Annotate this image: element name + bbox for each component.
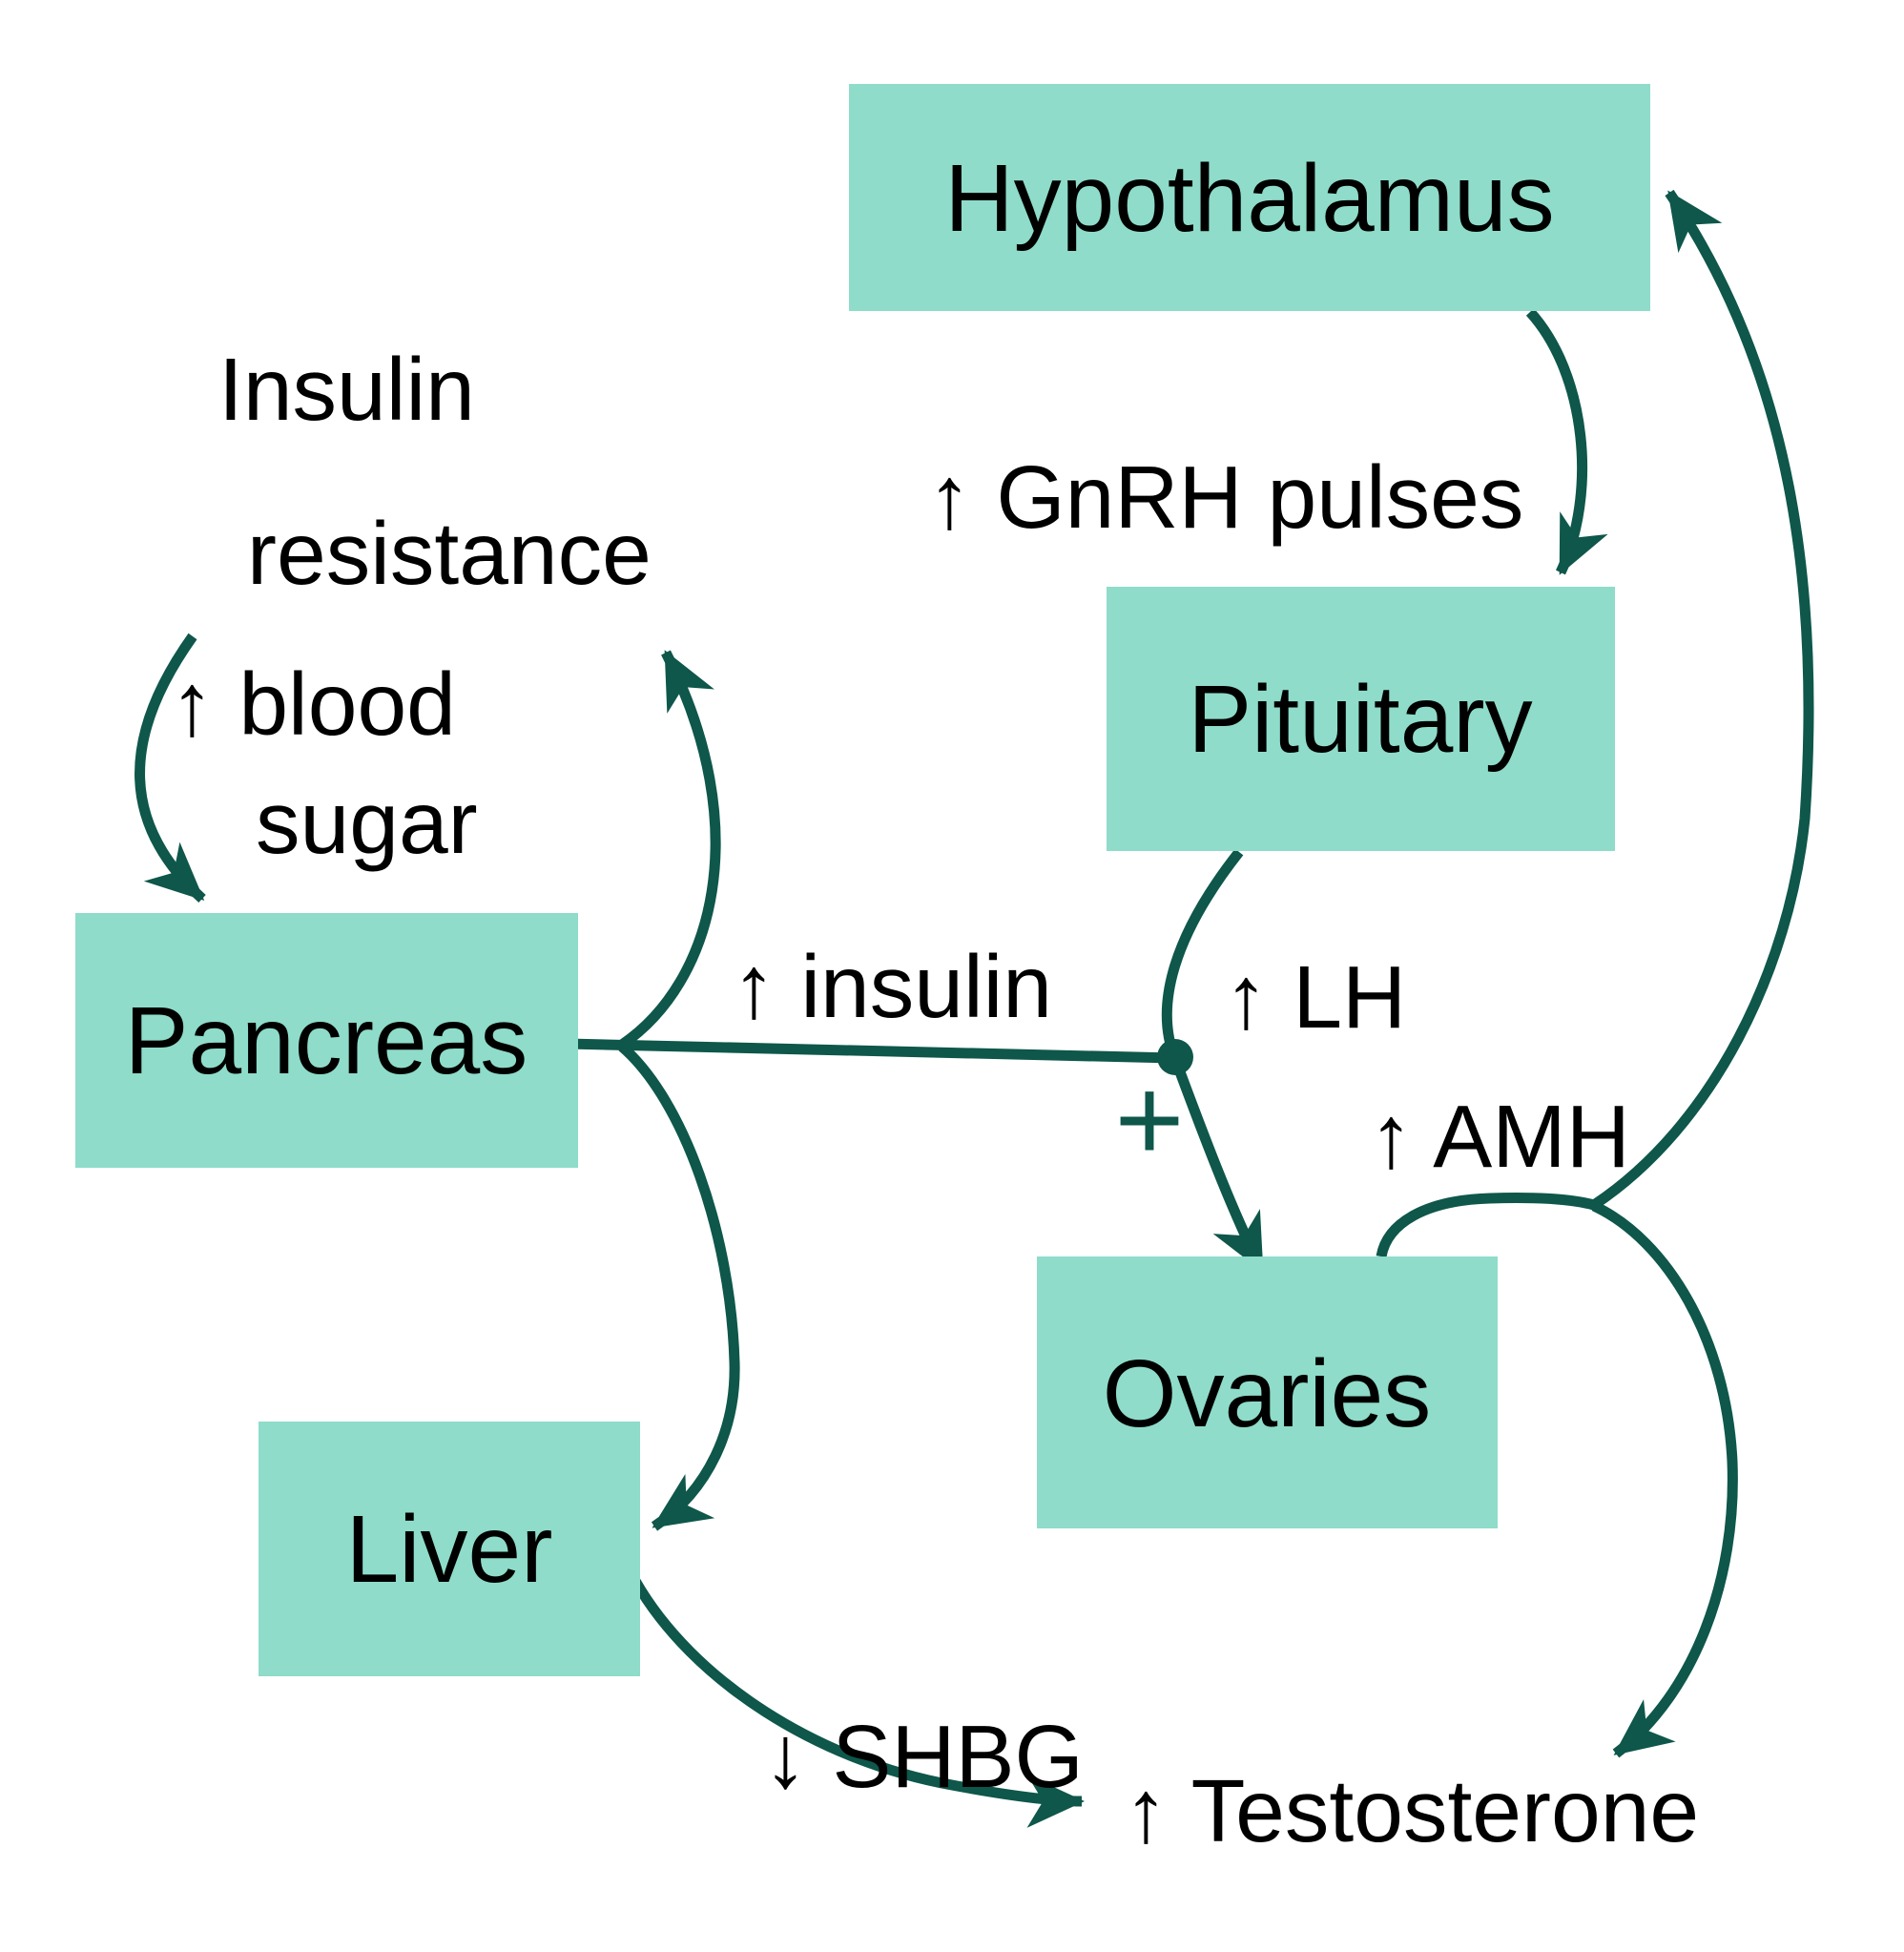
node-pituitary: Pituitary [1107, 587, 1615, 851]
hypothalamus-box [849, 84, 1650, 311]
insulin-resistance-label-line2: resistance [247, 504, 652, 603]
blood-sugar-label-line1: ↑ blood [170, 654, 456, 754]
pancreas-label: Pancreas [125, 987, 528, 1094]
liver-label: Liver [346, 1496, 553, 1603]
lh-label: ↑ LH [1224, 947, 1406, 1047]
arrow-blood-sugar-to-pancreas [135, 633, 206, 903]
annotations: Insulin resistance ↑ blood sugar ↑ GnRH … [170, 340, 1699, 1860]
line-pancreas-insulin [567, 1038, 1175, 1064]
node-ovaries: Ovaries [1037, 1256, 1498, 1528]
blood-sugar-label-line2: sugar [256, 773, 478, 872]
arrow-ovaries-to-hypothalamus-amh [1376, 189, 1814, 1258]
gnrh-pulses-label: ↑ GnRH pulses [927, 447, 1523, 547]
testosterone-label: ↑ Testosterone [1124, 1761, 1699, 1860]
insulin-label: ↑ insulin [732, 937, 1052, 1036]
arrow-ovaries-to-testosterone [1591, 1201, 1738, 1758]
ovaries-box [1037, 1256, 1498, 1528]
edges: + [135, 189, 1814, 1828]
insulin-resistance-label-line1: Insulin [218, 340, 475, 439]
amh-label: ↑ AMH [1369, 1087, 1630, 1186]
junction-dot-icon [1157, 1039, 1193, 1075]
node-liver: Liver [259, 1422, 640, 1676]
pituitary-label: Pituitary [1188, 666, 1532, 773]
hypothalamus-label: Hypothalamus [944, 145, 1554, 252]
shbg-label: ↓ SHBG [763, 1707, 1084, 1806]
arrow-hypothalamus-to-pituitary-gnrh [1525, 308, 1608, 575]
pituitary-box [1107, 587, 1615, 851]
node-hypothalamus: Hypothalamus [849, 84, 1650, 311]
arrow-liver-to-testosterone-shbg [631, 1578, 1086, 1828]
node-pancreas: Pancreas [75, 913, 578, 1168]
ovaries-label: Ovaries [1103, 1340, 1432, 1447]
arrow-insulin-to-resistance [618, 650, 721, 1049]
pancreas-box [75, 913, 578, 1168]
liver-box [259, 1422, 640, 1676]
arrow-pancreas-to-liver [618, 1042, 740, 1531]
plus-sign: + [1115, 1054, 1185, 1187]
